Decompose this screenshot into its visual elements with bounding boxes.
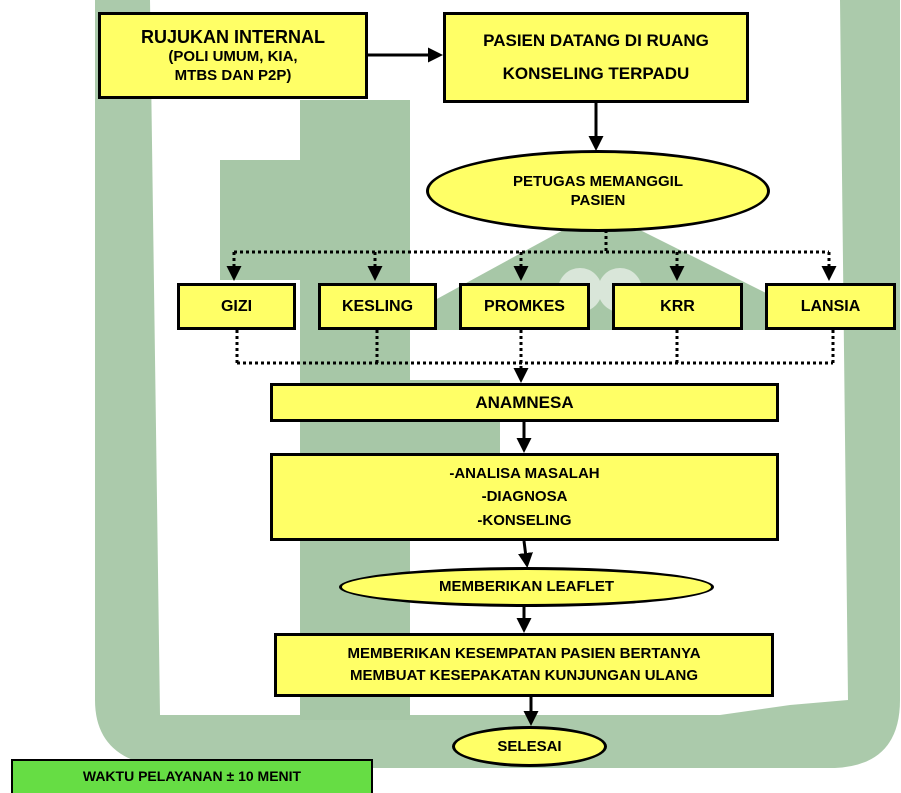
service-label: LANSIA <box>800 297 861 315</box>
arrival-line2: KONSELING TERPADU <box>502 63 690 83</box>
anamnesa-label: ANAMNESA <box>475 392 574 412</box>
arrival-line1: PASIEN DATANG DI RUANG <box>483 31 709 51</box>
call-ellipse: PETUGAS MEMANGGIL PASIEN <box>426 150 770 232</box>
anamnesa-box: ANAMNESA <box>270 383 779 422</box>
service-box-lansia: LANSIA <box>765 283 896 330</box>
leaflet-label: MEMBERIKAN LEAFLET <box>439 578 614 596</box>
service-time-box: WAKTU PELAYANAN ± 10 MENIT <box>11 759 373 793</box>
analysis-line3: -KONSELING <box>477 511 572 529</box>
service-label: KESLING <box>341 297 414 315</box>
analysis-box: -ANALISA MASALAH -DIAGNOSA -KONSELING <box>270 453 779 541</box>
referral-title: RUJUKAN INTERNAL <box>141 26 325 47</box>
referral-line1: (POLI UMUM, KIA, <box>168 48 298 65</box>
done-label: SELESAI <box>497 737 562 755</box>
questions-box: MEMBERIKAN KESEMPATAN PASIEN BERTANYA ME… <box>274 633 774 697</box>
service-label: PROMKES <box>484 297 565 315</box>
service-label: GIZI <box>220 297 253 315</box>
leaflet-ellipse: MEMBERIKAN LEAFLET <box>339 567 714 607</box>
service-label: KRR <box>660 297 695 315</box>
service-box-promkes: PROMKES <box>459 283 590 330</box>
referral-box: RUJUKAN INTERNAL (POLI UMUM, KIA, MTBS D… <box>98 12 368 99</box>
call-line1: PETUGAS MEMANGGIL <box>512 172 683 190</box>
service-box-gizi: GIZI <box>177 283 296 330</box>
arrival-box: PASIEN DATANG DI RUANG KONSELING TERPADU <box>443 12 749 103</box>
analysis-line1: -ANALISA MASALAH <box>449 465 600 483</box>
arrow-analysis-to-leaflet <box>518 540 533 568</box>
dotted-collection <box>235 330 835 365</box>
service-box-krr: KRR <box>612 283 743 330</box>
questions-line2: MEMBUAT KESEPAKATAN KUNJUNGAN ULANG <box>349 667 699 684</box>
call-line2: PASIEN <box>570 192 626 209</box>
service-time-label: WAKTU PELAYANAN ± 10 MENIT <box>82 768 302 785</box>
questions-line1: MEMBERIKAN KESEMPATAN PASIEN BERTANYA <box>347 644 701 662</box>
referral-line2: MTBS DAN P2P) <box>174 66 292 84</box>
service-box-kesling: KESLING <box>318 283 437 330</box>
dotted-distribution <box>226 230 837 281</box>
analysis-line2: -DIAGNOSA <box>481 488 568 506</box>
done-ellipse: SELESAI <box>452 726 607 767</box>
